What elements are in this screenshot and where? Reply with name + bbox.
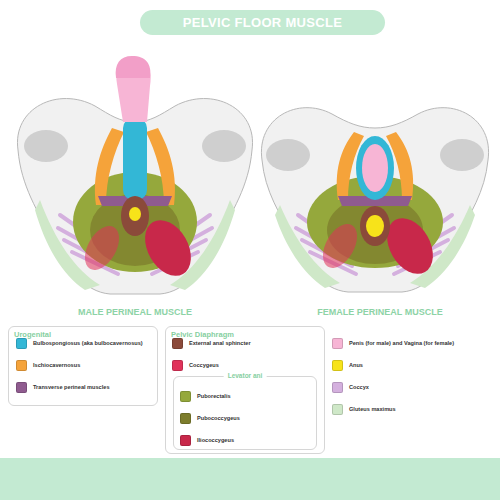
legend-swatch	[16, 382, 27, 393]
legend-text: Gluteus maximus	[349, 406, 396, 412]
legend-entry: Pubococcygeus	[180, 413, 316, 424]
male-pelvis	[17, 56, 252, 294]
legend-text: Transverse perineal muscles	[33, 384, 110, 390]
legend-entry: Ischiocavernosus	[16, 360, 152, 371]
legend-swatch	[172, 338, 183, 349]
anus	[366, 215, 384, 237]
legend-entry: Coccygeus	[172, 360, 318, 371]
iliac-wing	[202, 130, 246, 162]
legend-swatch	[172, 360, 183, 371]
iliac-wing	[24, 130, 68, 162]
legend-entry: Bulbospongiosus (aka bulbocavernosus)	[16, 338, 152, 349]
anal-sphincter	[121, 196, 149, 236]
legend-text: Iliococcygeus	[197, 437, 234, 443]
legend-text: Puborectalis	[197, 393, 231, 399]
bulbospongiosus	[356, 136, 394, 200]
legend-swatch	[16, 338, 27, 349]
legend-swatch	[180, 435, 191, 446]
vagina	[362, 144, 388, 192]
section-label: MALE PERINEAL MUSCLE	[25, 307, 245, 317]
legend-entry: Penis (for male) and Vagina (for female)	[332, 338, 492, 349]
legend-entry: External anal sphincter	[172, 338, 318, 349]
pelvic-bone	[261, 108, 488, 292]
coccygeus	[78, 220, 126, 276]
legend-swatch	[332, 382, 343, 393]
anal-sphincter	[360, 206, 390, 246]
title-text: PELVIC FLOOR MUSCLE	[140, 10, 385, 35]
legend-entry: Coccyx	[332, 382, 492, 393]
legend-text: Penis (for male) and Vagina (for female)	[349, 340, 454, 346]
group-box: Levator ani	[173, 376, 317, 450]
iliac-wing	[266, 139, 310, 171]
female-pelvis	[261, 108, 488, 292]
ischiocavernosus	[146, 128, 175, 205]
legend-text: External anal sphincter	[189, 340, 251, 346]
legend-text: Anus	[349, 362, 363, 368]
footer-band	[0, 458, 500, 500]
anus	[129, 207, 141, 221]
legend-swatch	[180, 391, 191, 402]
group-heading: Levator ani	[224, 372, 267, 379]
legend-text: Ischiocavernosus	[33, 362, 80, 368]
legend-text: Bulbospongiosus (aka bulbocavernosus)	[33, 340, 143, 346]
legend-entry: Iliococcygeus	[180, 435, 316, 446]
legend-swatch	[332, 404, 343, 415]
ischiocavernosus	[95, 128, 124, 205]
legend-text: Coccyx	[349, 384, 369, 390]
legend-entry: Transverse perineal muscles	[16, 382, 152, 393]
legend-text: Pubococcygeus	[197, 415, 240, 421]
bulbospongiosus	[123, 118, 147, 200]
legend-swatch	[332, 360, 343, 371]
legend-entry: Anus	[332, 360, 492, 371]
legend-swatch	[332, 338, 343, 349]
iliac-wing	[440, 139, 484, 171]
group-box: Urogenital	[8, 326, 158, 406]
pelvic-bone	[17, 99, 252, 294]
section-label: FEMALE PERINEAL MUSCLE	[270, 307, 490, 317]
glans	[116, 56, 151, 78]
legend-entry: Puborectalis	[180, 391, 316, 402]
legend-entry: Gluteus maximus	[332, 404, 492, 415]
legend-text: Coccygeus	[189, 362, 219, 368]
legend-swatch	[180, 413, 191, 424]
legend-swatch	[16, 360, 27, 371]
coccygeus	[316, 218, 364, 274]
